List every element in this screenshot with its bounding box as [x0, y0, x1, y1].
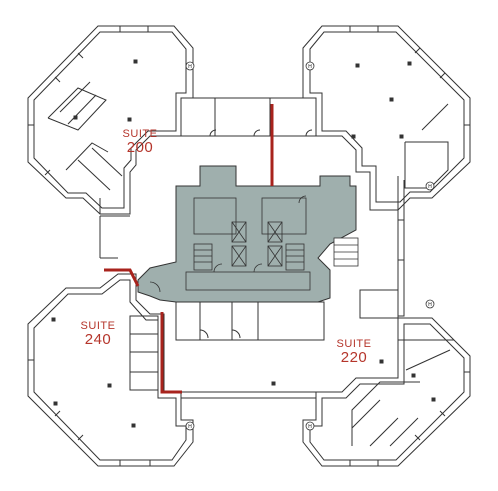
svg-text:H: H [188, 424, 192, 430]
svg-text:H: H [428, 184, 432, 190]
column-icon [133, 59, 138, 64]
stair-icon [285, 243, 305, 271]
door-swing-icon [253, 129, 261, 137]
elevator-icon [231, 245, 247, 267]
door-swing-icon [199, 329, 209, 339]
ne-outer-wall [302, 25, 471, 211]
door-swing-icon [149, 281, 161, 293]
column-icon [399, 134, 404, 139]
suite-220-number: 220 [340, 349, 368, 367]
fire-hose-cabinet-icon: H [425, 299, 435, 309]
elevator-icon [267, 221, 283, 243]
column-icon [407, 61, 412, 66]
suite-200-label: SUITE 200 [112, 128, 168, 157]
elevator-icon [231, 221, 247, 243]
south-office-row [181, 381, 316, 399]
se-offices [351, 381, 420, 446]
southeast-wing [302, 289, 471, 467]
column-icon [431, 397, 436, 402]
east-wall [397, 176, 405, 317]
nw-inner-wall [33, 31, 187, 209]
nw-offices [47, 87, 107, 131]
fire-hose-cabinet-icon: H [425, 181, 435, 191]
se-outer-wall [302, 317, 471, 467]
column-icon [411, 373, 416, 378]
northeast-wing [302, 25, 471, 211]
nw-outer-wall [27, 25, 194, 215]
door-swing-icon [253, 263, 263, 273]
stair-icon [193, 243, 213, 271]
svg-text:H: H [188, 64, 192, 70]
column-icon [127, 117, 132, 122]
restroom-right [261, 197, 307, 235]
column-icon [389, 97, 394, 102]
svg-text:H: H [308, 64, 312, 70]
suite-240-number: 240 [84, 331, 112, 349]
suite-200-word: SUITE [122, 128, 158, 140]
sw-outer-wall [27, 273, 194, 467]
demising-lines [104, 104, 274, 394]
fire-hose-cabinet-icon: H [185, 61, 195, 71]
core-corridor [185, 271, 311, 291]
column-icon [51, 317, 56, 322]
south-core-rooms [175, 301, 325, 341]
suite-220-word: SUITE [336, 338, 372, 350]
restroom-left [193, 197, 237, 235]
svg-text:H: H [308, 424, 312, 430]
fire-hose-cabinet-icon: H [305, 421, 315, 431]
suite-240-word: SUITE [80, 320, 116, 332]
building-core [137, 165, 359, 303]
suite-240-label: SUITE 240 [70, 320, 126, 349]
door-swing-icon [305, 129, 313, 137]
column-icon [73, 115, 78, 120]
ne-office [404, 141, 449, 189]
sw-inner-wall [33, 279, 187, 461]
north-office-row [180, 97, 317, 137]
door-swing-icon [231, 329, 241, 339]
stair-icon [333, 237, 359, 267]
column-icon [107, 383, 112, 388]
column-icon [355, 63, 360, 68]
column-icon [53, 401, 58, 406]
hydrant-markers: H H H H H H [185, 61, 435, 431]
suite-220-label: SUITE 220 [326, 338, 382, 367]
demising-line-west [104, 268, 140, 287]
northwest-wing [27, 25, 194, 215]
southwest-wing [27, 215, 194, 467]
column-icon [131, 423, 136, 428]
column-icon [351, 134, 356, 139]
fire-hose-cabinet-icon: H [185, 421, 195, 431]
demising-line-southwest [160, 312, 182, 394]
column-icon [271, 381, 276, 386]
door-swing-icon [213, 263, 223, 273]
door-swing-icon [209, 129, 217, 137]
elevator-icon [267, 245, 283, 267]
svg-text:H: H [428, 302, 432, 308]
suite-200-number: 200 [126, 139, 154, 157]
column-icon [379, 359, 384, 364]
fire-hose-cabinet-icon: H [305, 61, 315, 71]
core-fill [137, 165, 357, 303]
door-swing-icon [298, 195, 307, 204]
